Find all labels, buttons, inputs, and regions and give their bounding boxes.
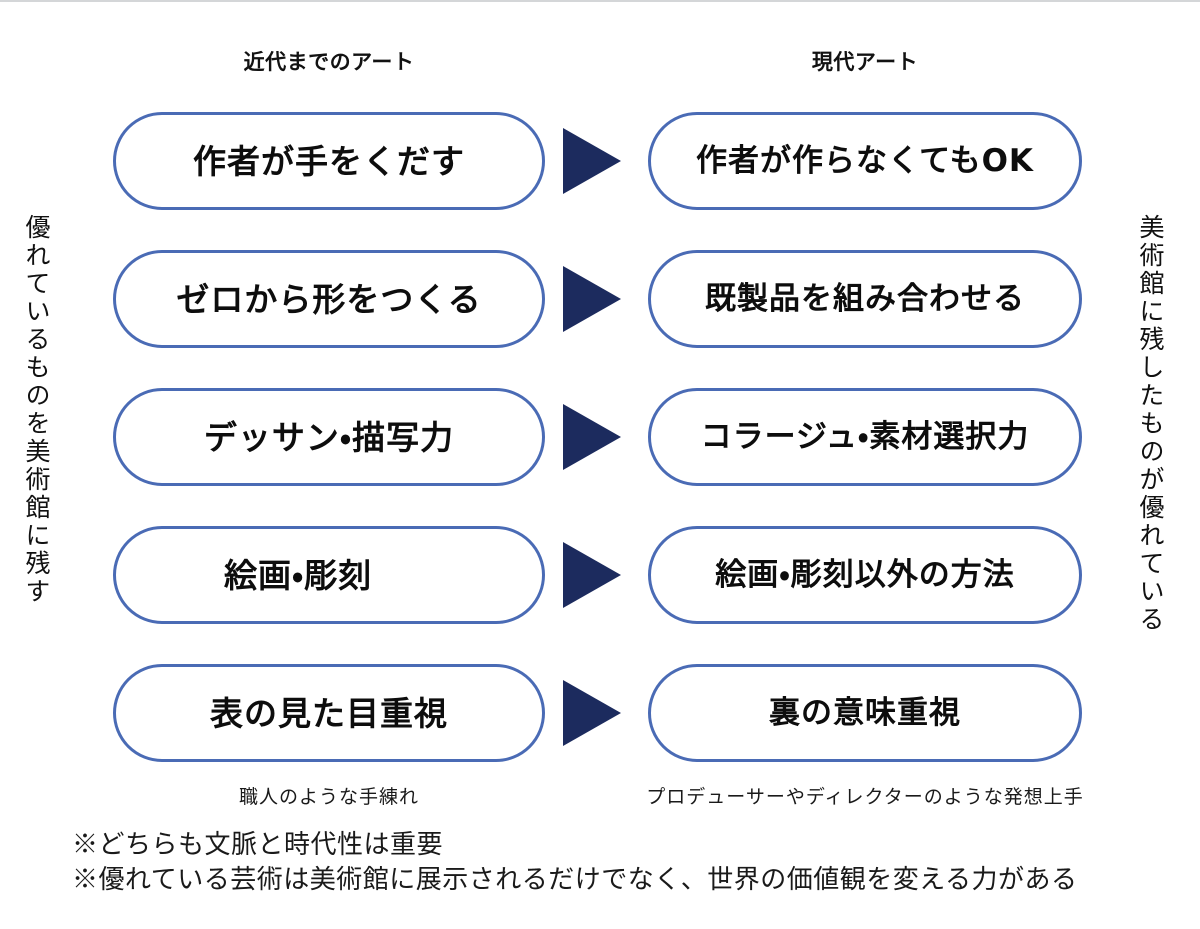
comparison-row: 作者が手をくだす 作者が作らなくてもOK bbox=[0, 112, 1200, 210]
column-header-right: 現代アート bbox=[811, 50, 919, 74]
pill-label: 表の見た目重視 bbox=[210, 693, 448, 733]
comparison-row: 表の見た目重視 裏の意味重視 bbox=[0, 664, 1200, 762]
footnote-line: ※優れている芸術は美術館に展示されるだけでなく、世界の価値観を変える力がある bbox=[72, 865, 1078, 896]
pill-left[interactable]: 作者が手をくだす bbox=[113, 112, 545, 210]
pill-label: 作者が作らなくてもOK bbox=[696, 142, 1034, 179]
pill-label: デッサン・描写力 bbox=[203, 417, 455, 457]
column-header-left: 近代までのアート bbox=[243, 50, 415, 74]
footnote-line: ※どちらも文脈と時代性は重要 bbox=[72, 830, 444, 860]
pill-right[interactable]: 絵画・彫刻以外の方法 bbox=[648, 526, 1082, 624]
pill-right[interactable]: コラージュ・素材選択力 bbox=[648, 388, 1082, 486]
pill-label: 絵画・彫刻 bbox=[224, 555, 373, 595]
right-triangle-arrow-icon bbox=[563, 128, 621, 194]
right-triangle-arrow-icon bbox=[563, 542, 621, 608]
caption-right: プロデューサーやディレクターのような発想上手 bbox=[646, 786, 1084, 808]
right-triangle-arrow-icon bbox=[563, 404, 621, 470]
pill-right[interactable]: 既製品を組み合わせる bbox=[648, 250, 1082, 348]
comparison-row: デッサン・描写力 コラージュ・素材選択力 bbox=[0, 388, 1200, 486]
pill-label: 既製品を組み合わせる bbox=[705, 280, 1025, 317]
right-triangle-arrow-icon bbox=[563, 266, 621, 332]
pill-label: ゼロから形をつくる bbox=[176, 279, 482, 319]
side-note-right: 美術館に残したものが優れている bbox=[1136, 214, 1165, 634]
pill-label: 作者が手をくだす bbox=[193, 141, 465, 181]
pill-label: 裏の意味重視 bbox=[769, 694, 961, 731]
pill-right[interactable]: 作者が作らなくてもOK bbox=[648, 112, 1082, 210]
pill-left[interactable]: 絵画・彫刻 bbox=[113, 526, 545, 624]
caption-left: 職人のような手練れ bbox=[238, 786, 419, 808]
pill-left[interactable]: 表の見た目重視 bbox=[113, 664, 545, 762]
side-note-left: 優れているものを美術館に残す bbox=[22, 214, 51, 606]
pill-left[interactable]: ゼロから形をつくる bbox=[113, 250, 545, 348]
pill-left[interactable]: デッサン・描写力 bbox=[113, 388, 545, 486]
right-triangle-arrow-icon bbox=[563, 680, 621, 746]
comparison-row: 絵画・彫刻 絵画・彫刻以外の方法 bbox=[0, 526, 1200, 624]
pill-label: 絵画・彫刻以外の方法 bbox=[715, 556, 1015, 593]
footnotes: ※どちらも文脈と時代性は重要 ※優れている芸術は美術館に展示されるだけでなく、世… bbox=[72, 828, 1077, 899]
pill-right[interactable]: 裏の意味重視 bbox=[648, 664, 1082, 762]
comparison-row: ゼロから形をつくる 既製品を組み合わせる bbox=[0, 250, 1200, 348]
pill-label: コラージュ・素材選択力 bbox=[700, 418, 1030, 455]
